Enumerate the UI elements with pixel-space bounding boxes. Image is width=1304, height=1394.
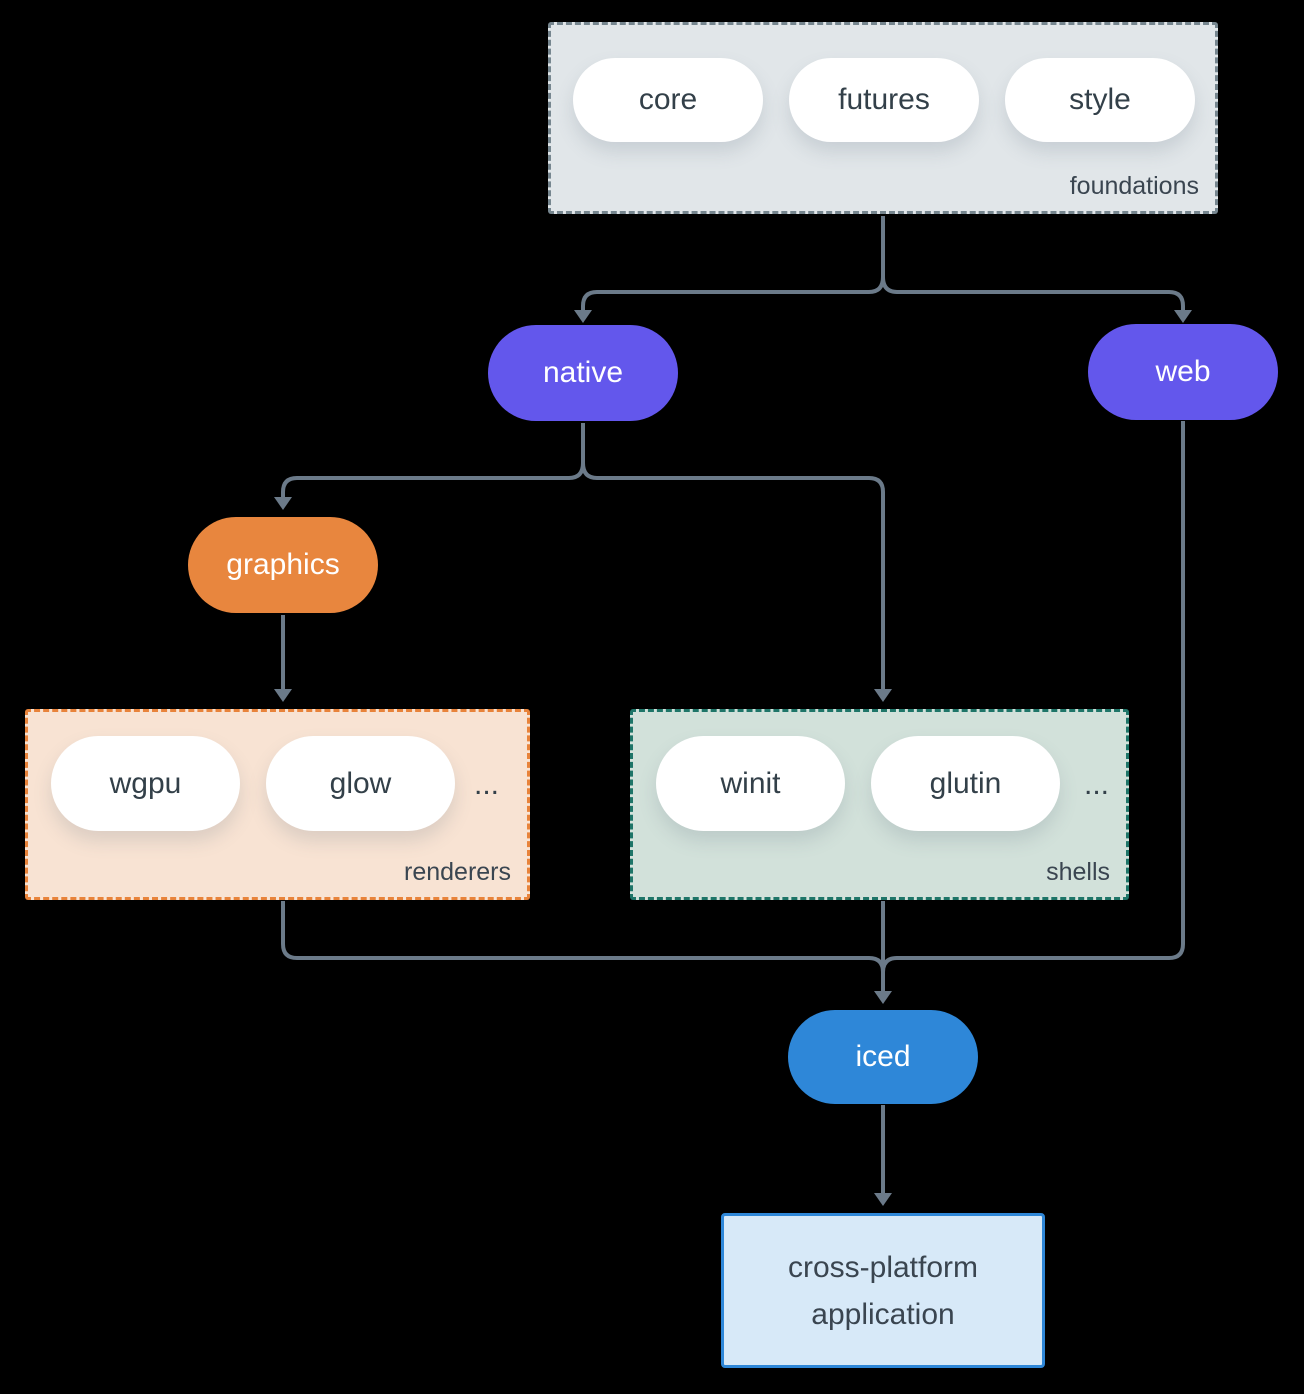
node-style: style <box>1005 58 1195 142</box>
node-winit-label: winit <box>720 766 781 800</box>
group-renderers-label: renderers <box>404 858 511 886</box>
node-glutin: glutin <box>871 736 1060 831</box>
node-graphics-label: graphics <box>226 548 340 581</box>
node-futures: futures <box>789 58 979 142</box>
node-style-label: style <box>1069 83 1131 116</box>
arrowhead-application <box>874 1193 892 1206</box>
node-iced-label: iced <box>855 1040 911 1073</box>
node-native-label: native <box>542 356 624 389</box>
node-futures-label: futures <box>838 83 930 116</box>
node-application: cross-platform application <box>721 1213 1045 1368</box>
node-graphics: graphics <box>188 517 378 613</box>
node-application-line2: application <box>811 1297 955 1331</box>
edge-native-shells <box>581 462 885 689</box>
node-glow: glow <box>266 736 455 831</box>
node-glow-label: glow <box>329 766 392 800</box>
node-wgpu: wgpu <box>51 736 240 831</box>
node-glutin-label: glutin <box>929 766 1002 800</box>
edge-renderers-iced <box>281 901 885 973</box>
edge-foundations-web <box>881 276 1185 310</box>
node-winit: winit <box>656 736 845 831</box>
arrowhead-renderers <box>274 689 292 702</box>
node-core-label: core <box>638 83 698 116</box>
group-shells: winit glutin ... shells <box>630 709 1129 900</box>
node-native: native <box>488 325 678 421</box>
arrowhead-shells <box>874 689 892 702</box>
group-foundations: core futures style foundations <box>548 22 1218 214</box>
edge-foundations-native <box>581 276 885 310</box>
renderers-ellipsis: ... <box>474 768 500 801</box>
arrowhead-native <box>574 310 592 323</box>
node-wgpu-label: wgpu <box>109 766 182 800</box>
arrowhead-iced <box>874 991 892 1004</box>
node-iced: iced <box>788 1010 978 1104</box>
node-application-line1: cross-platform <box>787 1250 979 1284</box>
group-shells-label: shells <box>1046 858 1110 886</box>
node-web-label: web <box>1155 355 1211 388</box>
shells-ellipsis: ... <box>1084 768 1110 801</box>
arrowhead-web <box>1174 310 1192 323</box>
node-web: web <box>1088 324 1278 420</box>
arrowhead-graphics <box>274 497 292 510</box>
node-core: core <box>573 58 763 142</box>
group-foundations-label: foundations <box>1069 172 1199 200</box>
group-renderers: wgpu glow ... renderers <box>25 709 530 900</box>
edge-native-graphics <box>281 462 585 497</box>
